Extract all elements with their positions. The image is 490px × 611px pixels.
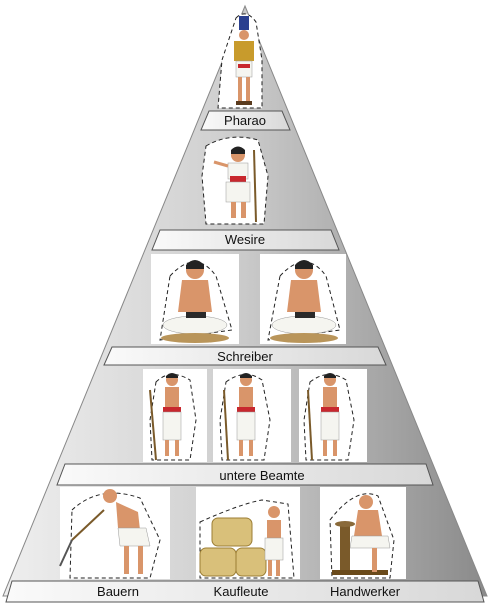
label-untere-beamte: untere Beamte [219,468,304,483]
label-pharao: Pharao [224,113,266,128]
farmer-figure [59,487,170,579]
divider-2 [151,229,340,251]
divider-4 [56,463,434,486]
official-figure [213,369,291,462]
divider-1 [200,110,291,131]
official-figure [143,369,207,462]
label-wesire: Wesire [225,232,265,247]
official-figure [299,369,367,462]
divider-3 [103,346,387,366]
label-kaufleute: Kaufleute [214,584,269,599]
label-handwerker: Handwerker [330,584,401,599]
scribe-figure [260,254,346,344]
craftsman-figure [320,487,406,579]
pharaoh-figure [217,13,263,109]
divider-5 [5,580,485,603]
label-schreiber: Schreiber [217,349,273,364]
merchant-figure [196,487,300,579]
level-dividers [5,110,485,603]
scribe-figure [151,254,239,344]
label-bauern: Bauern [97,584,139,599]
vizier-figure [201,136,269,225]
